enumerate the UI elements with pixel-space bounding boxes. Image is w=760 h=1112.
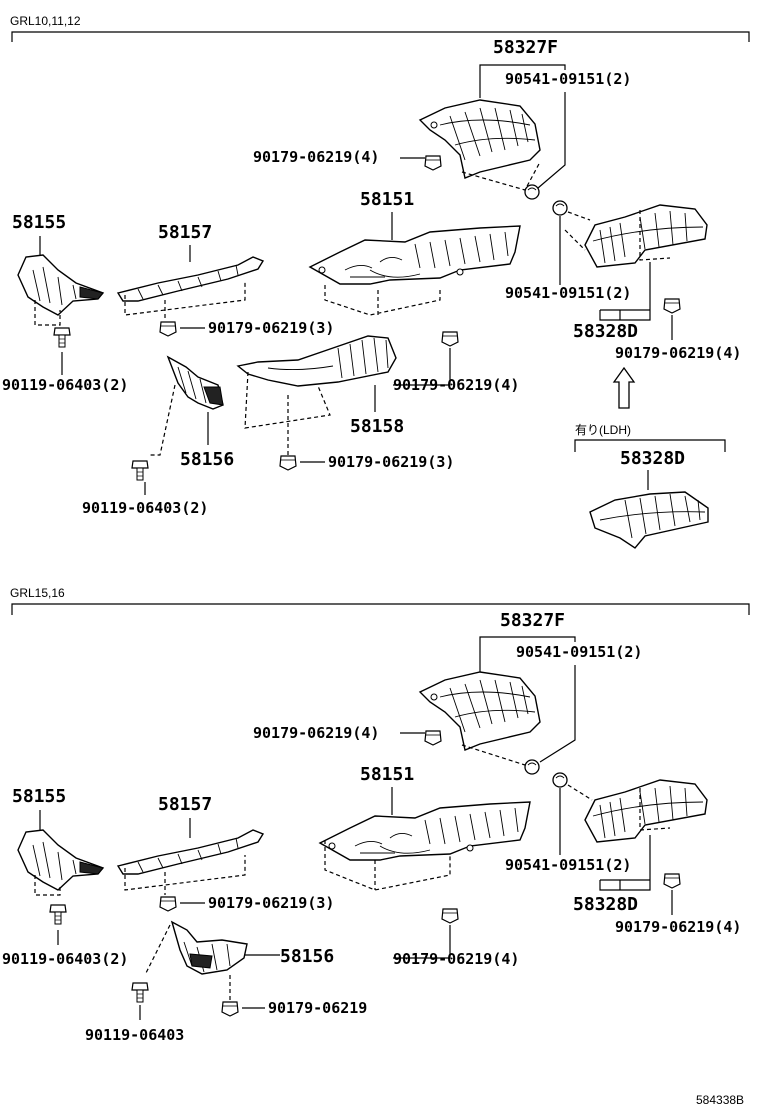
- section-label: GRL15,16: [10, 586, 65, 600]
- part-58155: 58155: [12, 786, 66, 807]
- part-58327F: 58327F: [493, 37, 558, 58]
- nut: [221, 1001, 239, 1017]
- part-58156: 58156: [180, 449, 234, 470]
- heat-insulator-58151: [319, 801, 531, 861]
- section-grl15: GRL15,16 58327F 90541-09151(2) 90179-062…: [2, 586, 750, 1044]
- up-arrow-icon: [612, 366, 636, 409]
- part-58328D: 58328D: [573, 321, 638, 342]
- bracket-58155: [17, 254, 104, 316]
- bolt: [131, 982, 149, 1003]
- bolt: [53, 327, 71, 348]
- nut: [663, 298, 681, 314]
- nut: [424, 730, 442, 746]
- heat-insulator-58151: [309, 225, 521, 285]
- clip: [524, 184, 540, 200]
- part-90541-09151: 90541-09151(2): [505, 70, 631, 88]
- part-90179-06219: 90179-06219(3): [208, 894, 334, 912]
- nut: [663, 873, 681, 889]
- part-90541-09151: 90541-09151(2): [516, 643, 642, 661]
- heat-insulator-58157: [117, 256, 264, 302]
- part-58157: 58157: [158, 794, 212, 815]
- part-58151: 58151: [360, 189, 414, 210]
- heat-insulator-58328D-ldh: [589, 491, 709, 549]
- part-90179-06219: 90179-06219(3): [208, 319, 334, 337]
- section-grl10: GRL10,11,12 58327F 90541-09151(2) 90179-…: [2, 14, 750, 549]
- part-90541-09151: 90541-09151(2): [505, 284, 631, 302]
- part-58328D: 58328D: [573, 894, 638, 915]
- part-90179-06219: 90179-06219(4): [393, 376, 519, 394]
- part-90179-06219: 90179-06219: [268, 999, 367, 1017]
- part-90179-06219: 90179-06219(4): [253, 148, 379, 166]
- part-90541-09151: 90541-09151(2): [505, 856, 631, 874]
- ldh-caption: 有り(LDH): [575, 423, 631, 437]
- clip: [552, 772, 568, 788]
- part-58328D-ldh: 58328D: [620, 448, 685, 469]
- section-bracket: [11, 603, 750, 615]
- bracket-58156: [167, 356, 224, 410]
- part-58327F: 58327F: [500, 610, 565, 631]
- part-58151: 58151: [360, 764, 414, 785]
- part-58157: 58157: [158, 222, 212, 243]
- part-90179-06219: 90179-06219(3): [328, 453, 454, 471]
- heat-insulator-58328D: [584, 204, 708, 268]
- nut: [441, 908, 459, 924]
- heat-insulator-58328D: [584, 779, 708, 843]
- nut: [159, 896, 177, 912]
- part-90179-06219: 90179-06219(4): [253, 724, 379, 742]
- bracket-58156: [171, 921, 248, 975]
- part-90119-06403: 90119-06403(2): [2, 950, 128, 968]
- section-label: GRL10,11,12: [10, 14, 81, 28]
- nut: [424, 155, 442, 171]
- part-90179-06219: 90179-06219(4): [615, 918, 741, 936]
- part-58156: 58156: [280, 946, 334, 967]
- nut: [441, 331, 459, 347]
- section-bracket: [11, 31, 750, 42]
- part-58155: 58155: [12, 212, 66, 233]
- part-90119-06403: 90119-06403(2): [82, 499, 208, 517]
- nut: [159, 321, 177, 337]
- part-90119-06403: 90119-06403: [85, 1026, 184, 1044]
- nut: [279, 455, 297, 471]
- bolt: [131, 460, 149, 481]
- part-90179-06219: 90179-06219(4): [615, 344, 741, 362]
- bracket-58155: [17, 829, 104, 891]
- part-90119-06403: 90119-06403(2): [2, 376, 128, 394]
- diagram-code: 584338B: [696, 1093, 744, 1107]
- heat-insulator-58158: [237, 335, 397, 387]
- clip: [552, 200, 568, 216]
- part-90179-06219: 90179-06219(4): [393, 950, 519, 968]
- part-58158: 58158: [350, 416, 404, 437]
- clip: [524, 759, 540, 775]
- bolt: [49, 904, 67, 925]
